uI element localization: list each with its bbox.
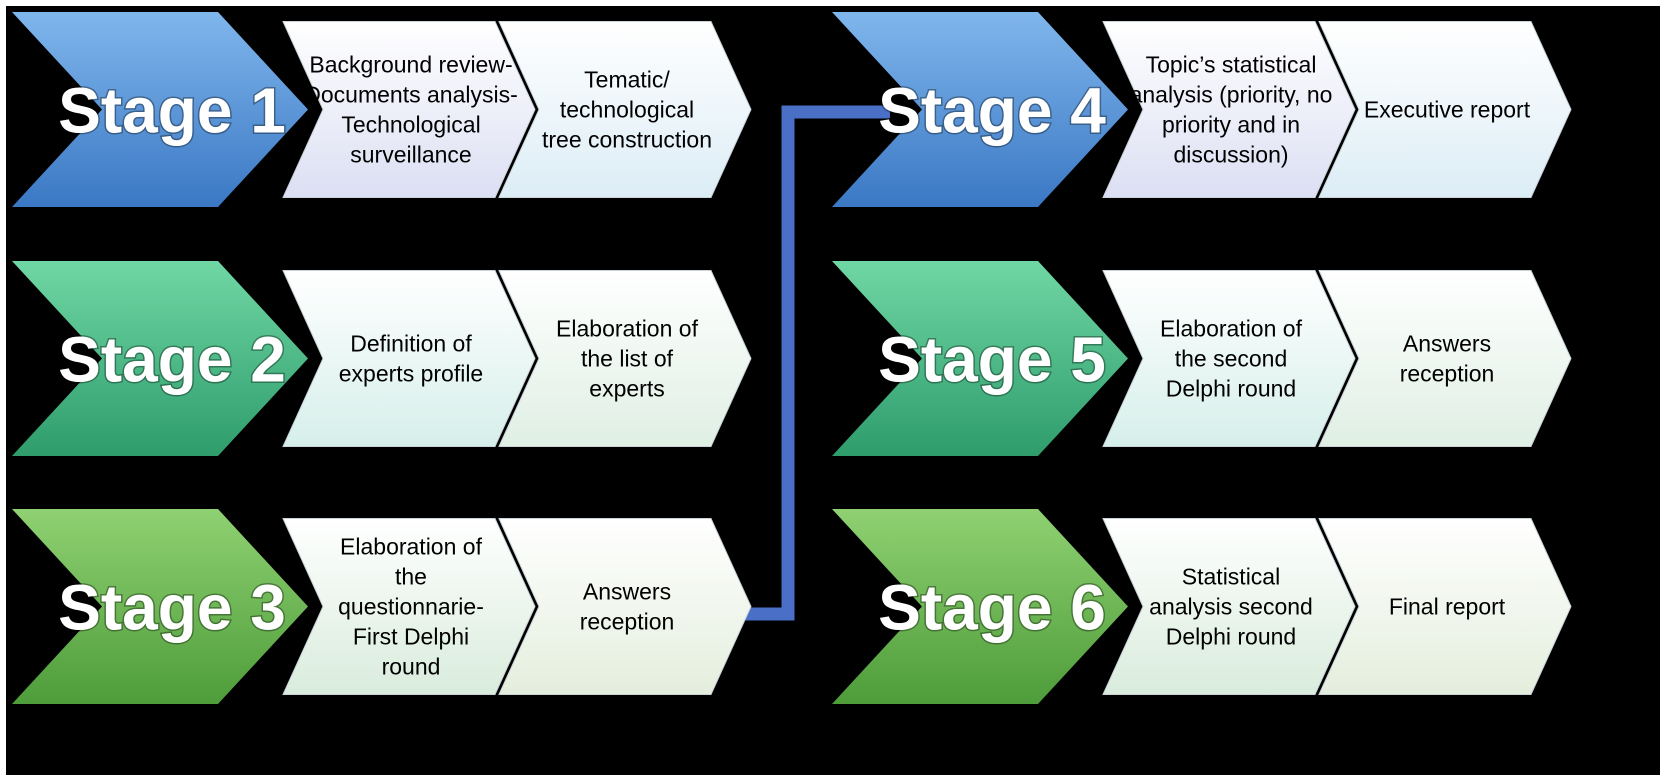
step-text-line: Answers: [583, 579, 671, 605]
stage-3-step-2: Answers reception: [498, 518, 752, 695]
stage-chevron: [832, 509, 1128, 704]
step-text-line: Final report: [1389, 594, 1506, 620]
step-chevron: [282, 270, 536, 447]
step-text-line: experts profile: [339, 361, 483, 387]
stage-label: Stage 4: [878, 75, 1106, 147]
step-text-line: reception: [1400, 361, 1495, 387]
step-text-line: questionnarie-: [338, 594, 484, 620]
step-text-line: Elaboration of: [1160, 316, 1303, 342]
step-text-line: Answers: [1403, 331, 1491, 357]
step-chevron: [1318, 270, 1572, 447]
step-chevron: [498, 21, 752, 198]
stage-6-step-2: Final report: [1318, 518, 1572, 695]
step-text-line: the list of: [581, 346, 674, 372]
stage-4-step-1: Topic’s statistical analysis (priority, n…: [1102, 21, 1356, 198]
stage-1-step-2: Tematic/technological tree construction: [498, 21, 752, 198]
stage-label: Stage 3: [58, 572, 286, 644]
rows-layer: Background review- Documents analysis- Tec…: [12, 12, 1572, 704]
step-chevron: [1102, 518, 1356, 695]
step-text-line: Delphi round: [1166, 376, 1296, 402]
stage-chevron: [832, 12, 1128, 207]
step-text-line: Elaboration of: [340, 534, 483, 560]
stage-chevron: [832, 261, 1128, 456]
stage-label: Stage 6: [878, 572, 1106, 644]
step-chevron: [282, 518, 536, 695]
stage-label: Stage 1: [58, 75, 286, 147]
stage-3-step-1: Elaboration of the questionnarie- First Del…: [282, 518, 536, 695]
step-text-line: analysis second: [1149, 594, 1313, 620]
stage-chevron: [12, 261, 308, 456]
step-chevron: [498, 270, 752, 447]
stage-chevron: [12, 509, 308, 704]
step-text-line: technological: [560, 97, 694, 123]
stage-row-2: Definition of experts profile Elaboration …: [12, 261, 752, 456]
diagram-canvas: Background review- Documents analysis- Tec…: [12, 12, 1572, 704]
step-text-line: Tematic/: [584, 67, 670, 93]
step-text-line: Topic’s statistical: [1146, 52, 1317, 78]
stage-row-3: Elaboration of the questionnarie- First Del…: [12, 509, 752, 704]
step-text-line: round: [382, 654, 441, 680]
step-text-line: priority and in: [1162, 112, 1300, 138]
stage-label: Stage 5: [878, 324, 1106, 396]
stage-row-4: Topic’s statistical analysis (priority, n…: [832, 12, 1572, 207]
step-text-line: Delphi round: [1166, 624, 1296, 650]
stage-4-step-2: Executive report: [1318, 21, 1572, 198]
step-chevron: [498, 518, 752, 695]
step-text-line: analysis (priority, no: [1130, 82, 1333, 108]
step-text-line: Statistical: [1182, 564, 1280, 590]
step-text-line: the: [395, 564, 427, 590]
step-chevron: [1102, 270, 1356, 447]
step-text-line: Elaboration of: [556, 316, 699, 342]
step-chevron: [282, 21, 536, 198]
step-text-line: the second: [1175, 346, 1288, 372]
stage-chevron: [12, 12, 308, 207]
step-text-line: Definition of: [350, 331, 472, 357]
step-chevron: [1318, 518, 1572, 695]
step-text-line: First Delphi: [353, 624, 469, 650]
step-text-line: Documents analysis-: [304, 82, 517, 108]
step-chevron: [1102, 21, 1356, 198]
stage-2-step-2: Elaboration of the list of experts: [498, 270, 752, 447]
step-text-line: Executive report: [1364, 97, 1531, 123]
step-text-line: Background review-: [309, 52, 512, 78]
step-text-line: reception: [580, 609, 675, 635]
step-text-line: surveillance: [350, 142, 471, 168]
step-text-line: tree construction: [542, 127, 712, 153]
step-text-line: experts: [589, 376, 664, 402]
stage-row-1: Background review- Documents analysis- Tec…: [12, 12, 752, 207]
step-text-line: Technological: [341, 112, 480, 138]
stage-1-step-1: Background review- Documents analysis- Tec…: [282, 21, 536, 198]
step-text-line: discussion): [1173, 142, 1288, 168]
stage-5-step-2: Answers reception: [1318, 270, 1572, 447]
process-diagram: Background review- Documents analysis- Tec…: [6, 6, 1660, 775]
stage-2-step-1: Definition of experts profile: [282, 270, 536, 447]
step-chevron: [1318, 21, 1572, 198]
stage-label: Stage 2: [58, 324, 286, 396]
